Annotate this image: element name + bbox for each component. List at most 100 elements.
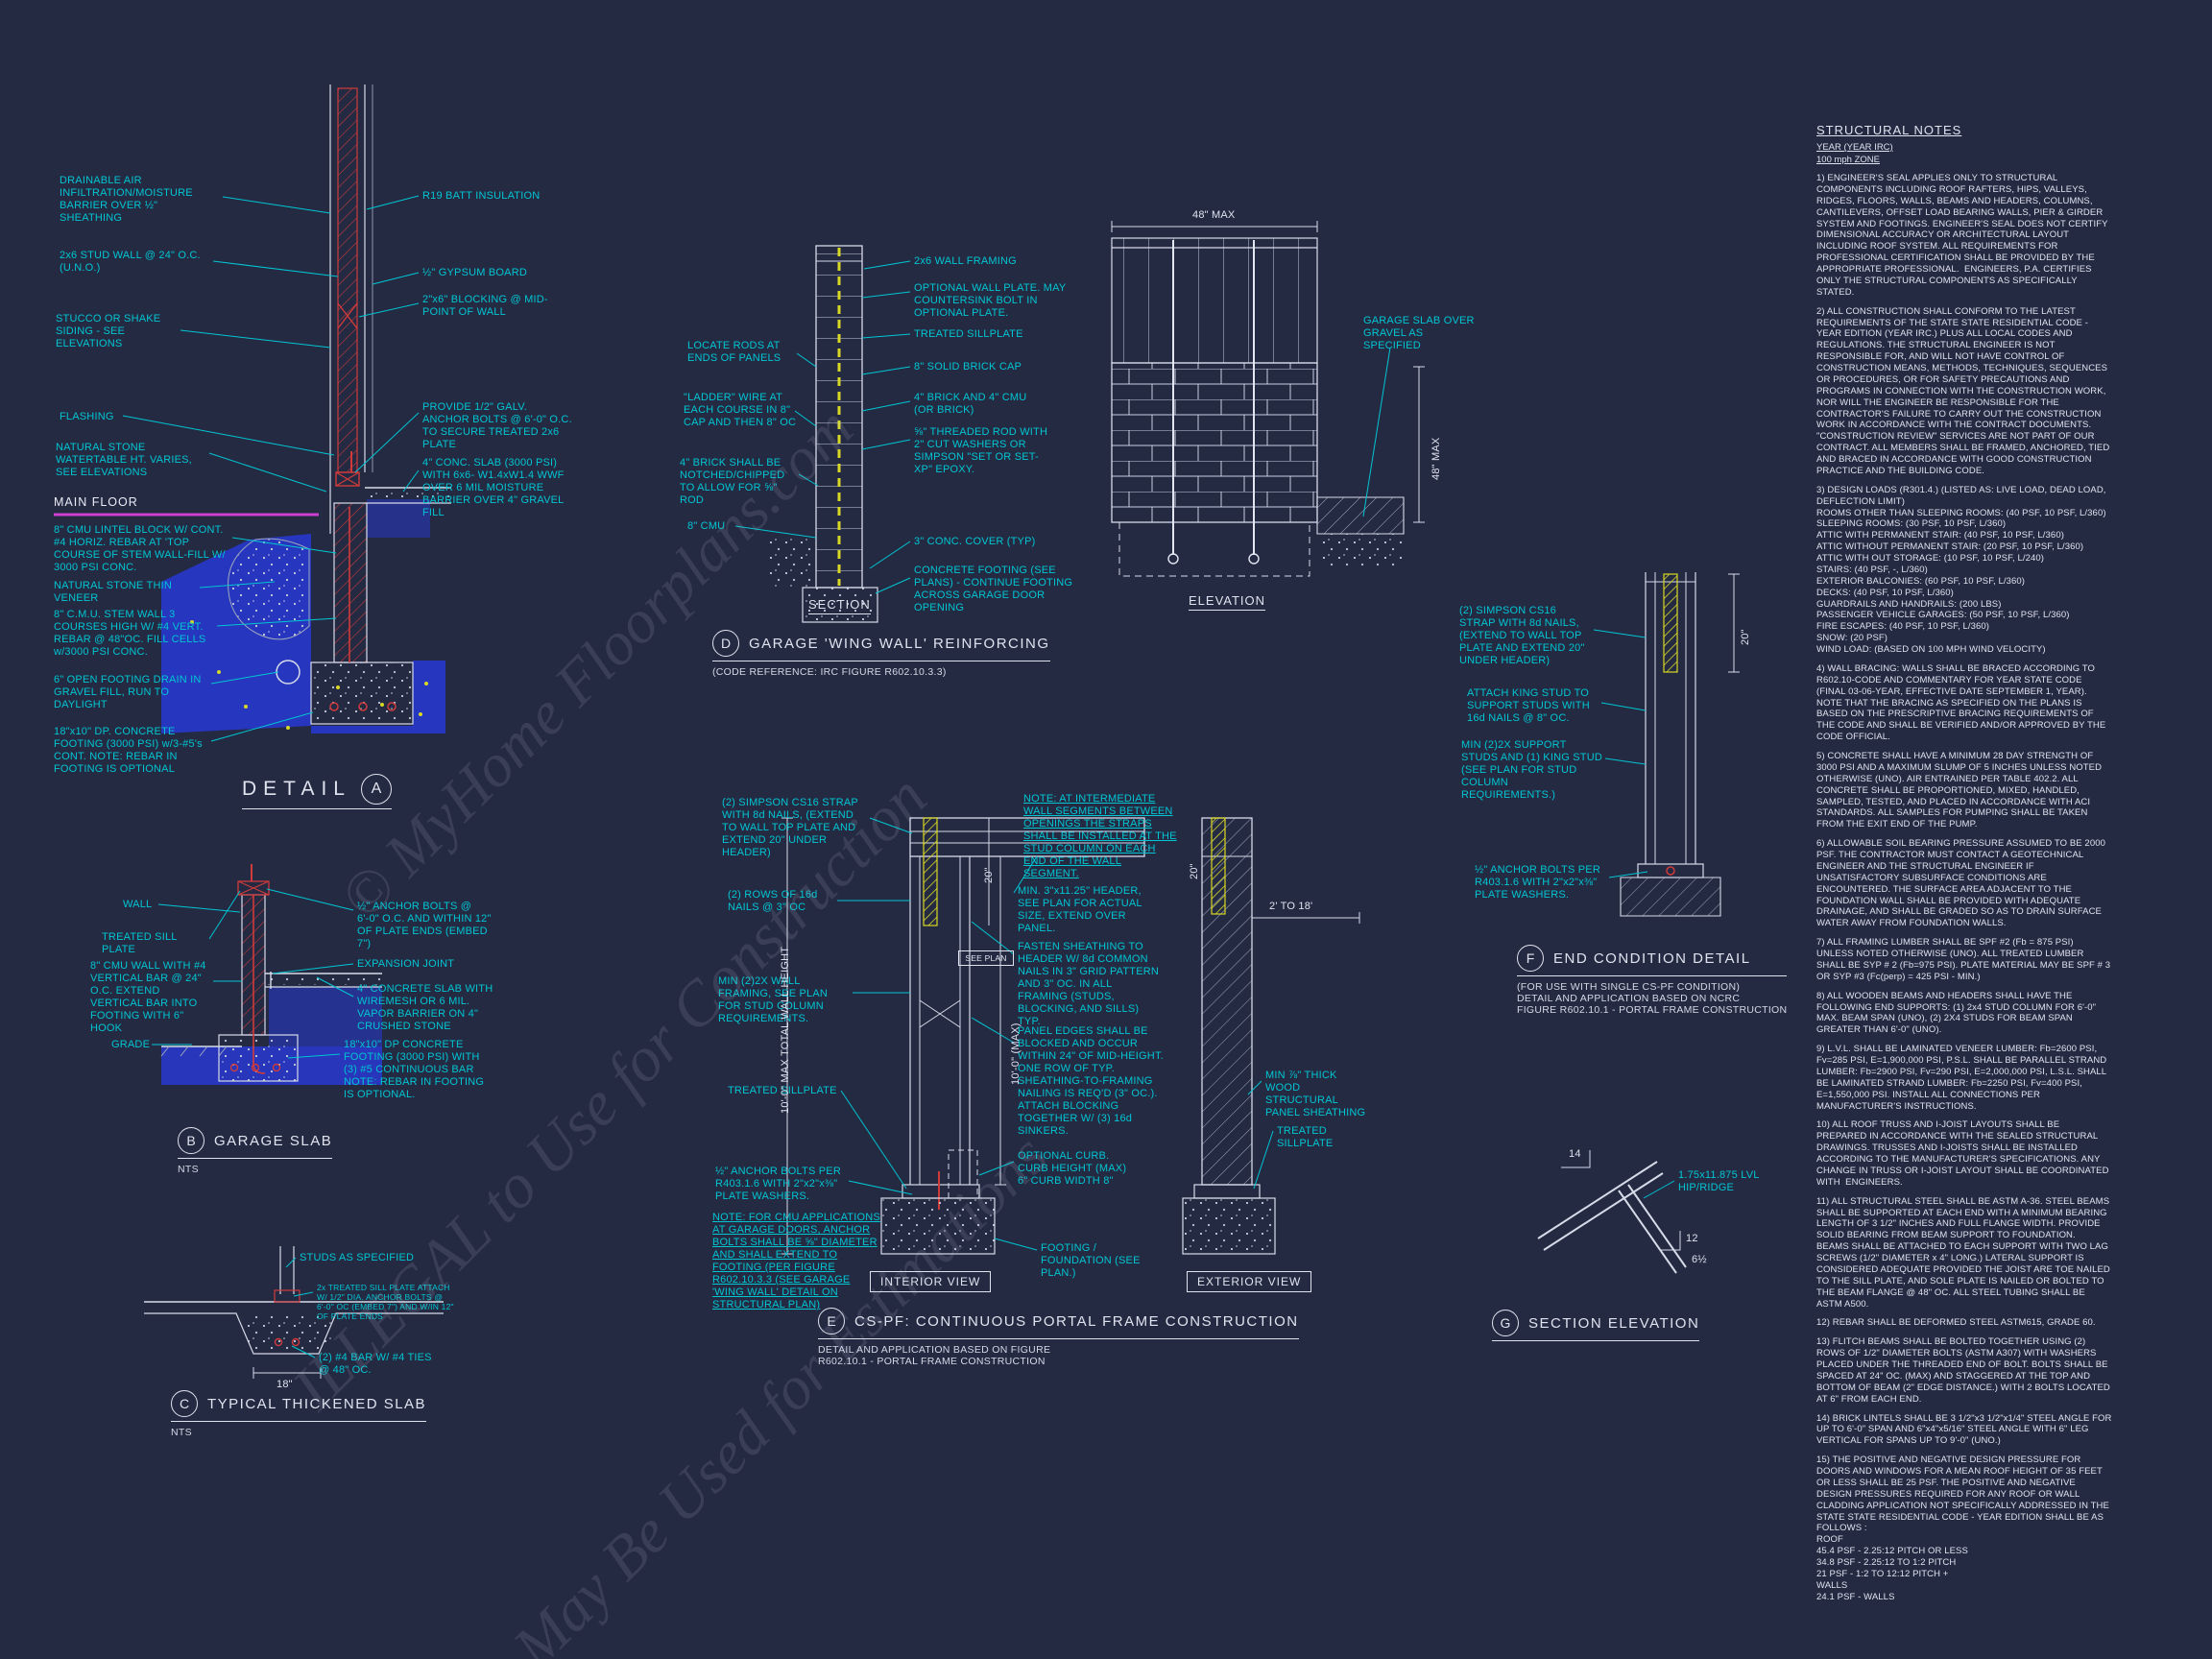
annotation-d-13: GARAGE SLAB OVER GRAVEL AS SPECIFIED [1363, 315, 1475, 351]
end-condition-title: END CONDITION DETAIL [1553, 950, 1751, 967]
structural-note: 2) ALL CONSTRUCTION SHALL CONFORM TO THE… [1816, 305, 2112, 476]
annotation-d-6: TREATED SILLPLATE [914, 328, 1023, 340]
section-elevation-bubble: G [1492, 1310, 1519, 1336]
annotation-d-11: CONCRETE FOOTING (SEE PLANS) - CONTINUE … [914, 565, 1073, 613]
structural-note: 4) WALL BRACING: WALLS SHALL BE BRACED A… [1816, 662, 2109, 743]
annotation-d-14: 48" MAX [1431, 437, 1442, 480]
annotation-e-8: FASTEN SHEATHING TO HEADER W/ 8d COMMON … [1018, 941, 1160, 1027]
annotation-a-14: PROVIDE 1/2" GALV. ANCHOR BOLTS @ 6'-0" … [422, 401, 572, 450]
notes-year-line: YEAR (YEAR IRC) [1816, 142, 1893, 153]
annotation-d-7: 8" SOLID BRICK CAP [914, 361, 1022, 373]
annotation-e-13: FOOTING / FOUNDATION (SEE PLAN.) [1041, 1242, 1141, 1279]
annotation-e-1: (2) ROWS OF 16d NAILS @ 3" OC [728, 889, 818, 913]
end-condition-bubble: F [1517, 945, 1544, 972]
elevation-view-label: ELEVATION [1189, 593, 1266, 611]
thickened-slab-title: TYPICAL THICKENED SLAB [207, 1395, 427, 1412]
interior-view-label: INTERIOR VIEW [870, 1271, 992, 1292]
wing-wall-title: GARAGE 'WING WALL' REINFORCING [749, 635, 1050, 652]
annotation-d-9: ⅝" THREADED ROD WITH 2" CUT WASHERS OR S… [914, 426, 1048, 475]
wing-wall-linework [770, 221, 1425, 623]
annotation-d-3: 8" CMU [687, 520, 726, 532]
annotation-f-4: 20" [1740, 629, 1751, 645]
annotation-e-11: MIN ⅞" THICK WOOD STRUCTURAL PANEL SHEAT… [1265, 1070, 1366, 1118]
annotation-b-4: ½" ANCHOR BOLTS @ 6'-0" O.C. AND WITHIN … [357, 901, 492, 950]
annotation-g-0: 1.75x11.875 LVL HIP/RIDGE [1678, 1169, 1760, 1193]
annotation-e-7: MIN. 3"x11.25" HEADER, SEE PLAN FOR ACTU… [1018, 885, 1142, 934]
thickened-slab-bubble: C [171, 1390, 198, 1417]
structural-note: 5) CONCRETE SHALL HAVE A MINIMUM 28 DAY … [1816, 751, 2104, 830]
cspf-bubble: E [818, 1308, 845, 1334]
structural-notes-title: STRUCTURAL NOTES [1816, 123, 1962, 137]
structural-note: 6) ALLOWABLE SOIL BEARING PRESSURE ASSUM… [1816, 838, 2108, 929]
annotation-a-9: 6" OPEN FOOTING DRAIN IN GRAVEL FILL, RU… [54, 674, 202, 710]
detail-a-linework [54, 84, 451, 733]
detail-a-titleblock: DETAIL A [242, 774, 392, 809]
annotation-a-7: NATURAL STONE THIN VENEER [54, 580, 172, 604]
annotation-b-6: 4" CONCRETE SLAB WITH WIREMESH OR 6 MIL.… [357, 983, 493, 1032]
annotation-b-0: WALL [123, 899, 153, 910]
annotation-b-1: TREATED SILL PLATE [102, 931, 178, 955]
annotation-a-12: ½" GYPSUM BOARD [422, 267, 527, 278]
annotation-a-15: 4" CONC. SLAB (3000 PSI) WITH 6x6- W1.4x… [422, 457, 565, 518]
structural-note: 8) ALL WOODEN BEAMS AND HEADERS SHALL HA… [1816, 990, 2099, 1036]
detail-a-bubble: A [360, 774, 392, 805]
annotation-e-19: 20" [1189, 863, 1200, 879]
annotation-e-14: 2' TO 18' [1269, 901, 1313, 912]
annotation-d-0: LOCATE RODS AT ENDS OF PANELS [687, 340, 781, 364]
annotation-b-7: 18"x10" DP CONCRETE FOOTING (3000 PSI) W… [344, 1039, 485, 1100]
annotation-f-2: MIN (2)2X SUPPORT STUDS AND (1) KING STU… [1461, 739, 1603, 801]
annotation-e-17: 10'-0" (MAX) [1010, 1022, 1022, 1085]
annotation-f-1: ATTACH KING STUD TO SUPPORT STUDS WITH 1… [1467, 687, 1590, 724]
annotation-a-13: 2"x6" BLOCKING @ MID-POINT OF WALL [422, 294, 548, 318]
annotation-d-10: 3" CONC. COVER (TYP) [914, 536, 1036, 547]
section-view-label: SECTION [808, 597, 871, 614]
structural-notes-panel: STRUCTURAL NOTES YEAR (YEAR IRC) 100 mph… [1816, 123, 2112, 1603]
annotation-b-5: EXPANSION JOINT [357, 958, 455, 970]
annotation-a-6: 8" CMU LINTEL BLOCK W/ CONT. #4 HORIZ. R… [54, 524, 226, 573]
cspf-linework [781, 817, 1360, 1255]
annotation-g-3: 6½ [1692, 1254, 1707, 1265]
annotation-d-2: 4" BRICK SHALL BE NOTCHED/CHIPPED TO ALL… [680, 457, 785, 506]
annotation-f-0: (2) SIMPSON CS16 STRAP WITH 8d NAILS, (E… [1459, 605, 1585, 666]
section-elevation-title: SECTION ELEVATION [1528, 1314, 1700, 1332]
cspf-title: CS-PF: CONTINUOUS PORTAL FRAME CONSTRUCT… [854, 1312, 1299, 1330]
structural-note: 15) THE POSITIVE AND NEGATIVE DESIGN PRE… [1816, 1455, 2109, 1602]
annotation-d-12: 48" MAX [1192, 209, 1236, 221]
wing-wall-titleblock: D GARAGE 'WING WALL' REINFORCING (CODE R… [712, 630, 1050, 678]
annotation-e-9: PANEL EDGES SHALL BE BLOCKED AND OCCUR W… [1018, 1025, 1164, 1137]
annotation-a-4: NATURAL STONE WATERTABLE HT. VARIES, SEE… [56, 442, 192, 478]
annotation-e-16: 10'-0" MAX TOTAL WALL HEIGHT [780, 946, 791, 1114]
end-condition-subtitle: (FOR USE WITH SINGLE CS-PF CONDITION) DE… [1517, 981, 1788, 1016]
garage-slab-titleblock: B GARAGE SLAB NTS [178, 1127, 333, 1175]
annotation-e-0: (2) SIMPSON CS16 STRAP WITH 8d NAILS, (E… [722, 797, 858, 858]
garage-slab-linework [160, 864, 382, 1085]
annotation-a-11: R19 BATT INSULATION [422, 190, 541, 202]
notes-body: 1) ENGINEER'S SEAL APPLIES ONLY TO STRUC… [1816, 173, 2112, 1603]
annotation-e-12: TREATED SILLPLATE [1277, 1125, 1334, 1149]
annotation-e-18: 20" [983, 867, 995, 883]
annotation-d-4: 2x6 WALL FRAMING [914, 255, 1017, 267]
structural-note: 12) REBAR SHALL BE DEFORMED STEEL ASTM61… [1816, 1317, 2096, 1329]
end-condition-linework [1620, 572, 1740, 917]
thickened-slab-scale: NTS [171, 1427, 192, 1438]
annotation-d-8: 4" BRICK AND 4" CMU (OR BRICK) [914, 392, 1027, 416]
garage-slab-bubble: B [178, 1127, 204, 1154]
annotation-e-3: TREATED SILLPLATE [728, 1085, 837, 1096]
section-elevation-titleblock: G SECTION ELEVATION [1492, 1310, 1700, 1341]
annotation-e-5: NOTE: FOR CMU APPLICATIONS AT GARAGE DOO… [712, 1212, 880, 1310]
wing-wall-code-reference: (CODE REFERENCE: IRC FIGURE R602.10.3.3) [712, 666, 947, 678]
annotation-c-1: 2x TREATED SILL PLATE ATTACH W/ 1/2" DIA… [317, 1283, 454, 1322]
detail-a-title: DETAIL [242, 778, 351, 800]
annotation-g-1: 14 [1569, 1148, 1581, 1160]
annotation-e-10: OPTIONAL CURB. CURB HEIGHT (MAX) 6" CURB… [1018, 1150, 1127, 1187]
annotation-e-6: NOTE: AT INTERMEDIATE WALL SEGMENTS BETW… [1023, 793, 1177, 879]
annotation-g-2: 12 [1686, 1233, 1698, 1244]
annotation-e-4: ½" ANCHOR BOLTS PER R403.1.6 WITH 2"x2"x… [715, 1166, 841, 1202]
garage-slab-title: GARAGE SLAB [214, 1132, 333, 1149]
annotation-a-0: DRAINABLE AIR INFILTRATION/MOISTURE BARR… [60, 175, 193, 224]
wing-wall-bubble: D [712, 630, 739, 657]
